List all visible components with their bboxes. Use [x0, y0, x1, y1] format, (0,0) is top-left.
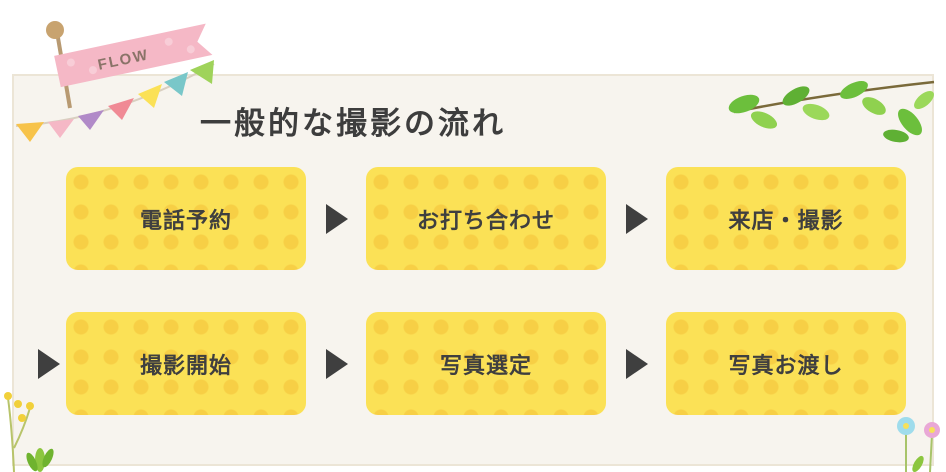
arrow-right-icon	[326, 204, 348, 234]
arrow-right-icon	[38, 349, 60, 379]
arrow-right-icon	[626, 204, 648, 234]
flower-icon	[4, 392, 54, 472]
step-shooting-start: 撮影開始	[66, 312, 306, 415]
arrow-right-icon	[626, 349, 648, 379]
flag-icon: FLOW	[46, 21, 213, 109]
leaf-branch-icon	[728, 80, 935, 143]
step-visit-shooting: 来店・撮影	[666, 167, 906, 270]
flower-icon	[897, 417, 940, 472]
arrow-right-icon	[326, 349, 348, 379]
bunting-icon	[15, 60, 215, 142]
step-photo-selection: 写真選定	[366, 312, 606, 415]
step-phone-reservation: 電話予約	[66, 167, 306, 270]
page-title: 一般的な撮影の流れ	[200, 106, 506, 142]
step-photo-delivery: 写真お渡し	[666, 312, 906, 415]
step-consultation: お打ち合わせ	[366, 167, 606, 270]
